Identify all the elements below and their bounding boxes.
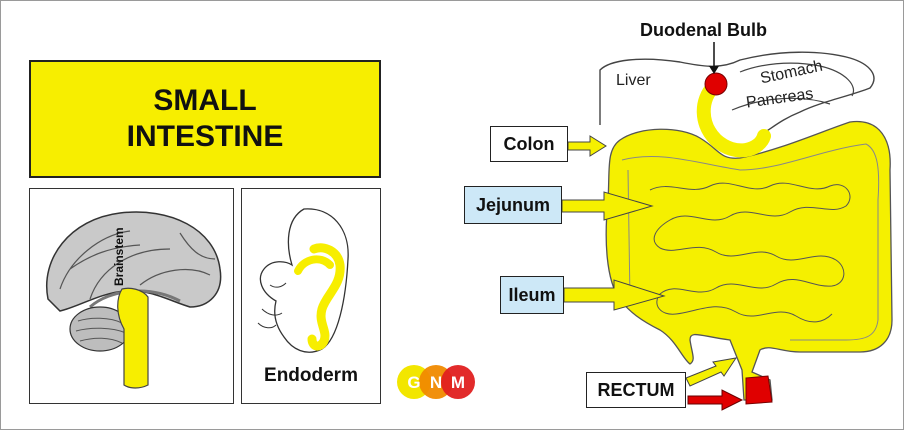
ileum-label: Ileum — [500, 276, 564, 314]
liver-label: Liver — [616, 72, 651, 90]
colon-arrow — [568, 136, 606, 156]
duodenal-bulb-label: Duodenal Bulb — [640, 20, 767, 41]
colon-label: Colon — [490, 126, 568, 162]
rectum-label: RECTUM — [586, 372, 686, 408]
liver-stomach-outline — [600, 52, 874, 135]
rectum-red-arrow — [688, 390, 742, 410]
jejunum-label: Jejunum — [464, 186, 562, 224]
rectum-yellow-arrow — [686, 358, 736, 386]
rectum-shape — [746, 376, 772, 404]
duodenal-bulb-shape — [705, 73, 727, 95]
